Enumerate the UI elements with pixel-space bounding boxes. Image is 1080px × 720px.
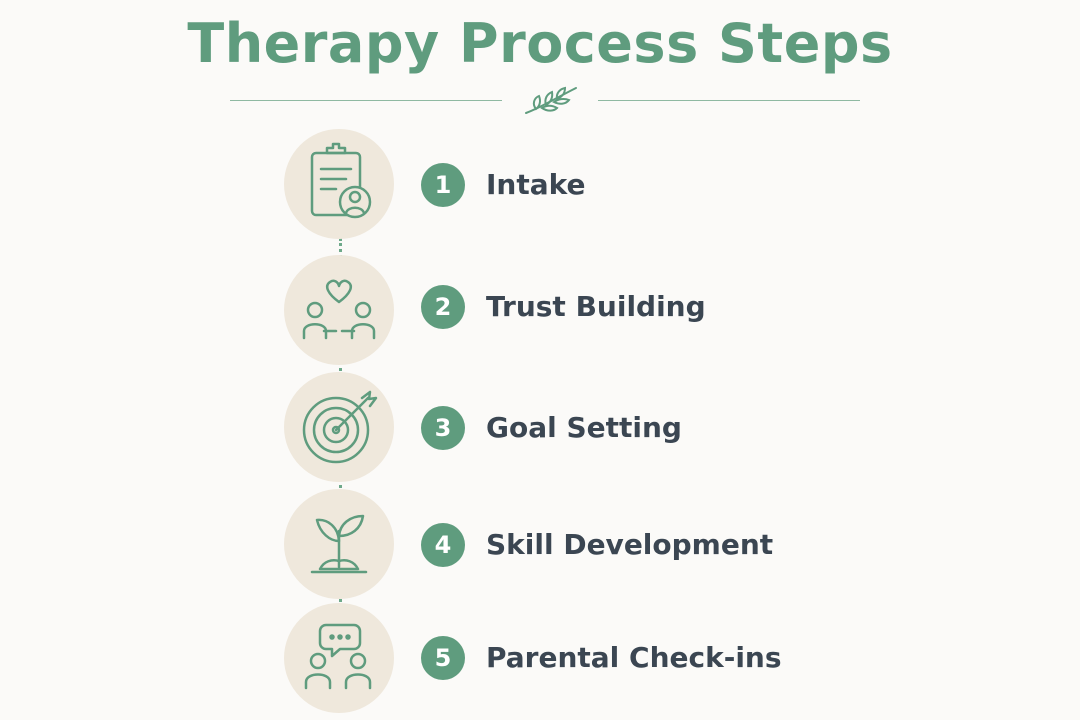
- step-5-number-badge: 5: [421, 636, 465, 680]
- step-3-number-badge: 3: [421, 406, 465, 450]
- step-2-number-badge: 2: [421, 285, 465, 329]
- step-5-icon-circle: [284, 603, 394, 713]
- step-1-icon-circle: [284, 129, 394, 239]
- step-1-number-badge: 1: [421, 163, 465, 207]
- connector-2-3: [339, 361, 342, 377]
- step-5-label: Parental Check-ins: [486, 641, 782, 674]
- page-title: Therapy Process Steps: [187, 12, 893, 75]
- target-arrow-icon: [302, 390, 378, 464]
- two-people-heart-icon: [302, 279, 376, 340]
- step-4-icon-circle: [284, 489, 394, 599]
- title-divider-right: [598, 100, 860, 101]
- step-2-icon-circle: [284, 255, 394, 365]
- leaf-sprig-icon: [525, 86, 577, 114]
- step-3-label: Goal Setting: [486, 411, 682, 444]
- step-2-label: Trust Building: [486, 290, 706, 323]
- connector-1-2: [339, 238, 342, 258]
- step-1-label: Intake: [486, 168, 586, 201]
- title-divider-left: [230, 100, 502, 101]
- step-3-icon-circle: [284, 372, 394, 482]
- step-4-number-badge: 4: [421, 523, 465, 567]
- sprout-icon: [310, 514, 368, 574]
- step-4-label: Skill Development: [486, 528, 774, 561]
- clipboard-person-icon: [310, 142, 372, 219]
- connector-3-4: [339, 478, 342, 494]
- people-chat-bubble-icon: [304, 623, 372, 690]
- connector-4-5: [339, 594, 342, 608]
